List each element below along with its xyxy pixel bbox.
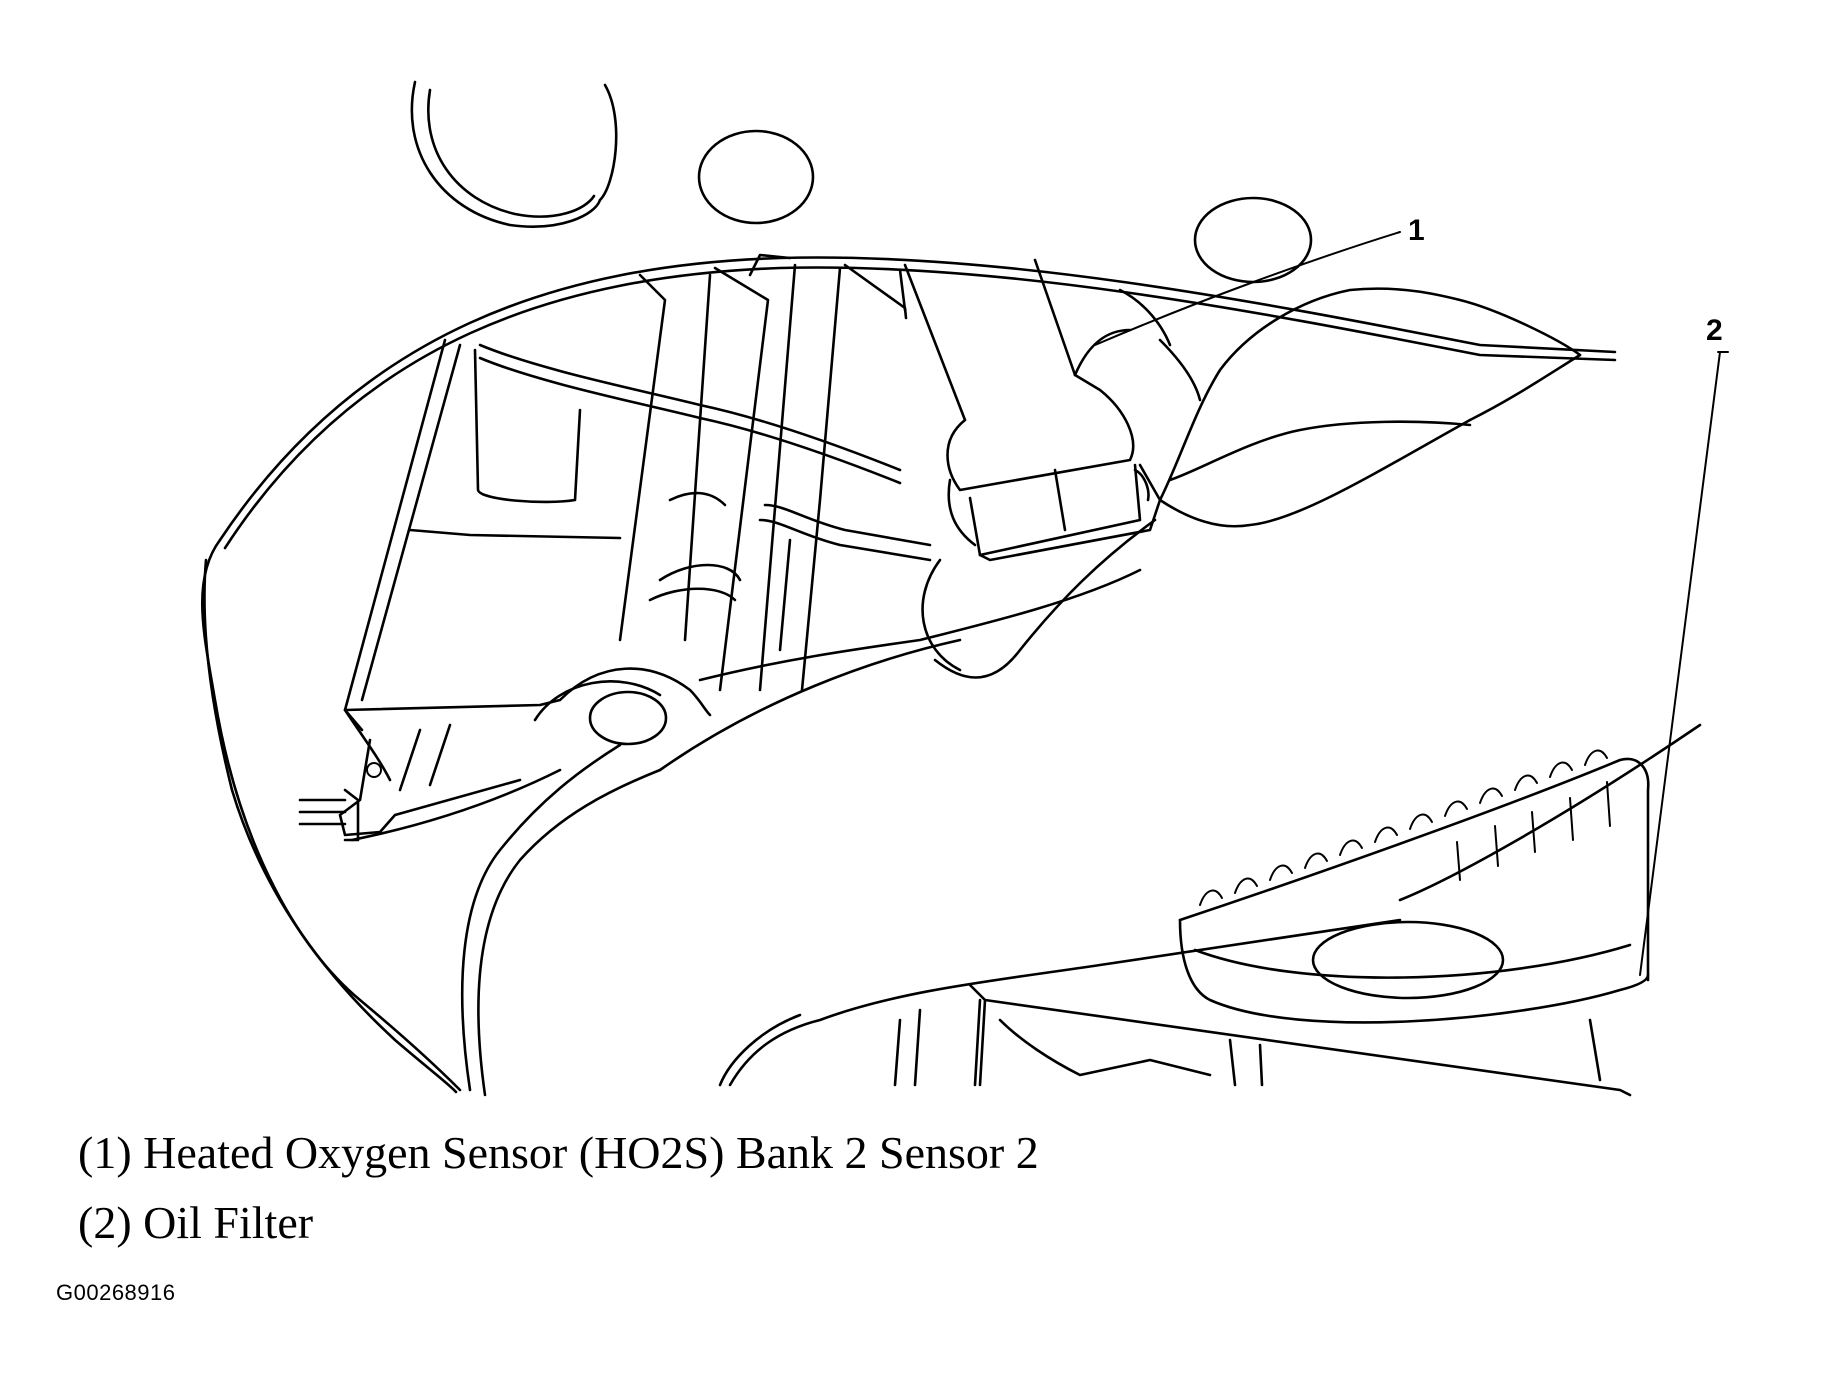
oxygen-sensor	[903, 258, 1162, 562]
oil-pan	[968, 983, 1632, 1097]
engine-block	[298, 338, 902, 842]
leader-lines	[1094, 231, 1729, 976]
callout-2-number: 2	[1706, 314, 1723, 347]
callout-1-number: 1	[1408, 214, 1425, 247]
legend-item-oxygen-sensor: (1) Heated Oxygen Sensor (HO2S) Bank 2 S…	[78, 1127, 1039, 1178]
engine-lower-body	[460, 568, 1402, 1097]
background-components	[410, 80, 1313, 284]
figure-id: G00268916	[56, 1280, 176, 1305]
oil-filter	[1178, 723, 1702, 1024]
legend-item-oil-filter: (2) Oil Filter	[78, 1197, 314, 1248]
exhaust-manifold	[618, 253, 932, 692]
engine-housing-outline	[200, 256, 1617, 1094]
exhaust-pipe	[921, 287, 1582, 679]
